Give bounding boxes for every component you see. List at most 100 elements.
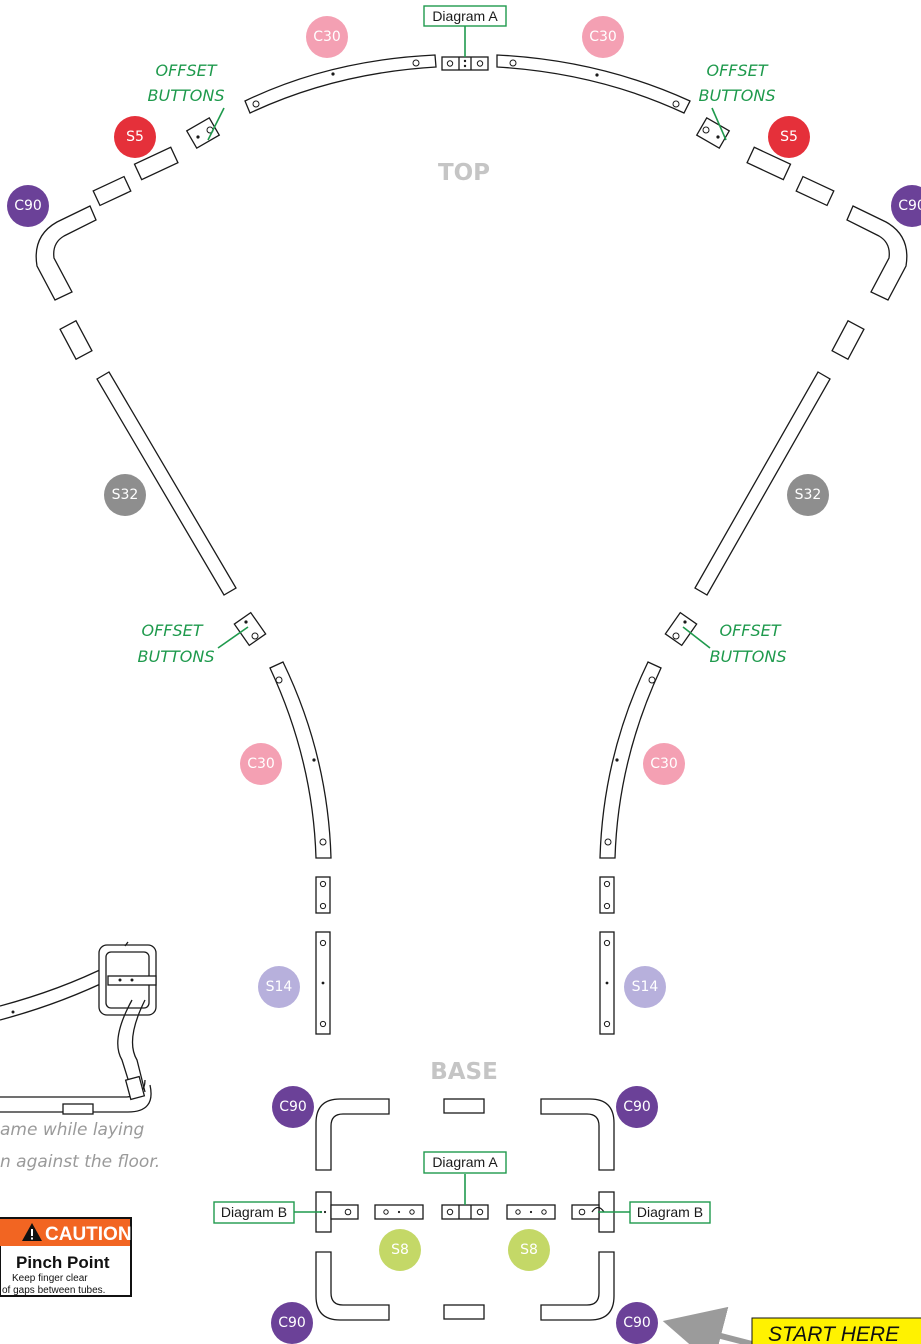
svg-text:BUTTONS: BUTTONS [138, 647, 215, 666]
offset-buttons-right-mid-label: OFFSET BUTTONS [710, 621, 787, 666]
offset-buttons-top-left-label: OFFSET BUTTONS [148, 61, 225, 105]
right-s14-tube [599, 931, 615, 1035]
svg-text:S32: S32 [112, 487, 139, 503]
svg-text:Diagram A: Diagram A [432, 1154, 498, 1170]
base-bottom-left-c90-elbow [315, 1251, 390, 1321]
offset-buttons-left-mid-label: OFFSET BUTTONS [138, 621, 215, 666]
svg-text:S5: S5 [780, 129, 798, 145]
svg-text:OFFSET: OFFSET [719, 621, 781, 640]
top-right-c90-elbow [846, 205, 908, 301]
badge-c90-base-top-right: C90 [616, 1086, 658, 1128]
svg-text:Diagram A: Diagram A [432, 8, 498, 24]
badge-c90-base-bottom-left: C90 [271, 1302, 313, 1344]
svg-text:BUTTONS: BUTTONS [148, 86, 225, 105]
offset-buttons-top-right-label: OFFSET BUTTONS [699, 61, 776, 105]
svg-text:OFFSET: OFFSET [706, 61, 768, 80]
svg-text:C90: C90 [279, 1099, 307, 1115]
badge-s14-right: S14 [624, 966, 666, 1008]
left-mid-offset-connector [233, 611, 267, 647]
svg-text:C30: C30 [589, 29, 617, 45]
base-top-connector [443, 1098, 485, 1114]
svg-text:ame while laying: ame while laying [0, 1120, 145, 1140]
badge-c30-top-left: C30 [306, 16, 348, 58]
svg-text:BUTTONS: BUTTONS [699, 86, 776, 105]
right-upper-small-connector [831, 319, 865, 361]
top-section-label: TOP [438, 160, 490, 186]
base-right-s8-tube [506, 1204, 556, 1220]
badge-s8-right: S8 [508, 1229, 550, 1271]
badge-s8-left: S8 [379, 1229, 421, 1271]
left-s32-tube [96, 371, 237, 596]
diagram-b-left-label: Diagram B [213, 1201, 295, 1224]
top-right-s5-tubes [746, 146, 835, 207]
svg-text:C90: C90 [14, 198, 42, 214]
svg-text:C30: C30 [650, 756, 678, 772]
badge-s14-left: S14 [258, 966, 300, 1008]
base-left-s8-tube [374, 1204, 424, 1220]
top-right-c30-tube [496, 54, 691, 114]
svg-text:n against the floor.: n against the floor. [0, 1152, 160, 1172]
base-section-label: BASE [430, 1059, 498, 1085]
svg-text:S14: S14 [266, 979, 293, 995]
top-right-offset-connector [695, 116, 731, 150]
right-mid-offset-connector [664, 611, 698, 647]
left-upper-small-connector [59, 319, 93, 361]
badge-s5-left: S5 [114, 116, 156, 158]
right-short-connector [599, 876, 615, 914]
top-left-offset-connector [185, 116, 221, 150]
badge-c30-top-right: C30 [582, 16, 624, 58]
base-left-corner-connector [315, 1191, 359, 1233]
base-top-right-c90-elbow [540, 1098, 615, 1171]
left-short-connector [315, 876, 331, 914]
svg-text:Pinch Point: Pinch Point [16, 1253, 110, 1272]
svg-text:OFFSET: OFFSET [141, 621, 203, 640]
start-here-callout: START HERE [662, 1306, 921, 1344]
svg-text:CAUTION: CAUTION [45, 1224, 132, 1245]
svg-text:of gaps between tubes.: of gaps between tubes. [2, 1285, 105, 1296]
base-top-left-c90-elbow [315, 1098, 390, 1171]
badge-c90-top-left: C90 [7, 185, 49, 227]
svg-text:S8: S8 [391, 1242, 409, 1258]
svg-text:C90: C90 [623, 1315, 651, 1331]
top-left-c90-elbow [35, 205, 97, 301]
badge-s32-right: S32 [787, 474, 829, 516]
badge-c90-base-bottom-right: C90 [616, 1302, 658, 1344]
svg-text:Keep finger clear: Keep finger clear [12, 1273, 88, 1284]
svg-text:C30: C30 [313, 29, 341, 45]
badge-c90-base-top-left: C90 [272, 1086, 314, 1128]
base-bottom-connector [443, 1304, 485, 1320]
badge-c30-mid-right: C30 [643, 743, 685, 785]
svg-text:S5: S5 [126, 129, 144, 145]
svg-text:Diagram B: Diagram B [221, 1204, 287, 1220]
svg-text:C90: C90 [623, 1099, 651, 1115]
svg-text:BUTTONS: BUTTONS [710, 647, 787, 666]
diagram-a-base-label: Diagram A [423, 1151, 507, 1174]
badge-c90-top-right: C90 [891, 185, 921, 227]
right-s32-tube [694, 371, 831, 596]
svg-text:C30: C30 [247, 756, 275, 772]
warning-triangle-icon [22, 1223, 42, 1241]
base-bottom-right-c90-elbow [540, 1251, 615, 1321]
svg-text:S32: S32 [795, 487, 822, 503]
svg-text:OFFSET: OFFSET [155, 61, 217, 80]
svg-text:START HERE: START HERE [768, 1323, 900, 1344]
svg-text:C90: C90 [278, 1315, 306, 1331]
caution-label: CAUTION Pinch Point Keep finger clear of… [0, 1217, 132, 1297]
svg-text:S8: S8 [520, 1242, 538, 1258]
diagram-b-right-label: Diagram B [629, 1201, 711, 1224]
svg-text:Diagram B: Diagram B [637, 1204, 703, 1220]
svg-text:C90: C90 [898, 198, 921, 214]
top-left-s5-tubes [92, 146, 179, 207]
top-left-c30-tube [244, 54, 437, 114]
top-center-connector [441, 56, 489, 71]
badge-c30-mid-left: C30 [240, 743, 282, 785]
frame-note: ame while laying n against the floor. [0, 1120, 160, 1172]
diagram-a-top-label: Diagram A [423, 5, 507, 27]
svg-text:S14: S14 [632, 979, 659, 995]
badge-s5-right: S5 [768, 116, 810, 158]
left-s14-tube [315, 931, 331, 1035]
badge-s32-left: S32 [104, 474, 146, 516]
left-lower-c30-tube [269, 661, 332, 859]
frame-illustration [0, 941, 157, 1115]
